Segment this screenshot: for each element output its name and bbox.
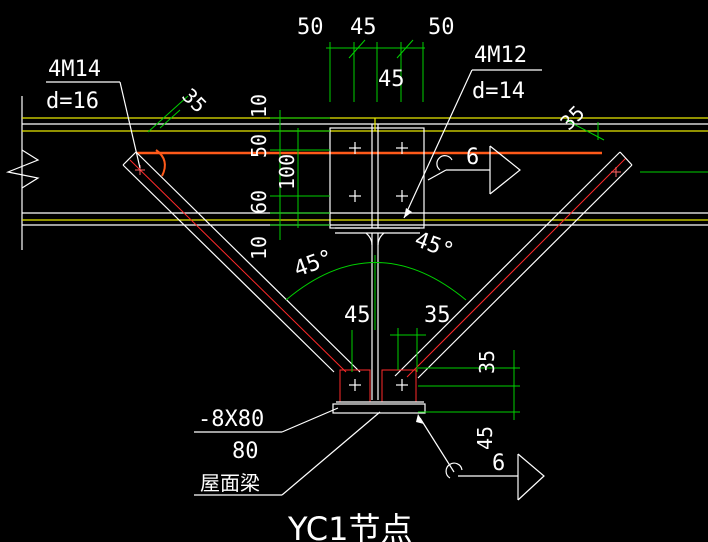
break-line bbox=[5, 96, 40, 250]
bottom-plates bbox=[332, 369, 426, 414]
leaders bbox=[46, 69, 542, 496]
plate-spec: -8X80 bbox=[198, 407, 264, 432]
dim-60: 60 bbox=[247, 190, 271, 214]
weld-bottom-size: 6 bbox=[492, 451, 505, 476]
dim-top-45: 45 bbox=[350, 15, 377, 40]
plate-80: 80 bbox=[232, 439, 259, 464]
top-beam bbox=[22, 117, 708, 226]
dim-45-low: 45 bbox=[344, 303, 371, 328]
plate-bolts bbox=[349, 142, 408, 202]
dim-plate-45: 45 bbox=[378, 67, 405, 92]
bolt-left-spec: 4M14 bbox=[48, 57, 101, 82]
bolt-left-d: d=16 bbox=[46, 89, 99, 114]
dim-100: 100 bbox=[275, 154, 299, 190]
weld-symbol-bottom bbox=[416, 414, 545, 501]
top-gusset-plate bbox=[329, 118, 425, 234]
dim-50-mid: 50 bbox=[247, 134, 271, 158]
weld-top-size: 6 bbox=[466, 145, 479, 170]
dim-35-left: 35 bbox=[177, 83, 211, 117]
weld-symbol-top bbox=[427, 145, 521, 195]
right-diagonal bbox=[394, 151, 633, 379]
dim-10-top: 10 bbox=[247, 94, 271, 118]
bolt-right-spec: 4M12 bbox=[474, 43, 527, 68]
dim-10-bottom: 10 bbox=[247, 236, 271, 260]
bolt-right-d: d=14 bbox=[472, 79, 525, 104]
dimension-lines bbox=[147, 39, 708, 420]
angle-left: 45° bbox=[291, 245, 337, 282]
dim-35-vertical: 35 bbox=[475, 350, 499, 374]
angle-right: 45° bbox=[411, 227, 457, 264]
left-diagonal bbox=[122, 151, 361, 373]
beam-label: 屋面梁 bbox=[200, 471, 260, 495]
drawing-title: YC1节点 bbox=[287, 510, 413, 542]
dim-35-low: 35 bbox=[424, 303, 451, 328]
dim-top-50-right: 50 bbox=[428, 15, 455, 40]
dim-top-50-left: 50 bbox=[297, 15, 324, 40]
dim-45-vertical: 45 bbox=[473, 426, 497, 450]
vertical-member bbox=[365, 232, 385, 400]
